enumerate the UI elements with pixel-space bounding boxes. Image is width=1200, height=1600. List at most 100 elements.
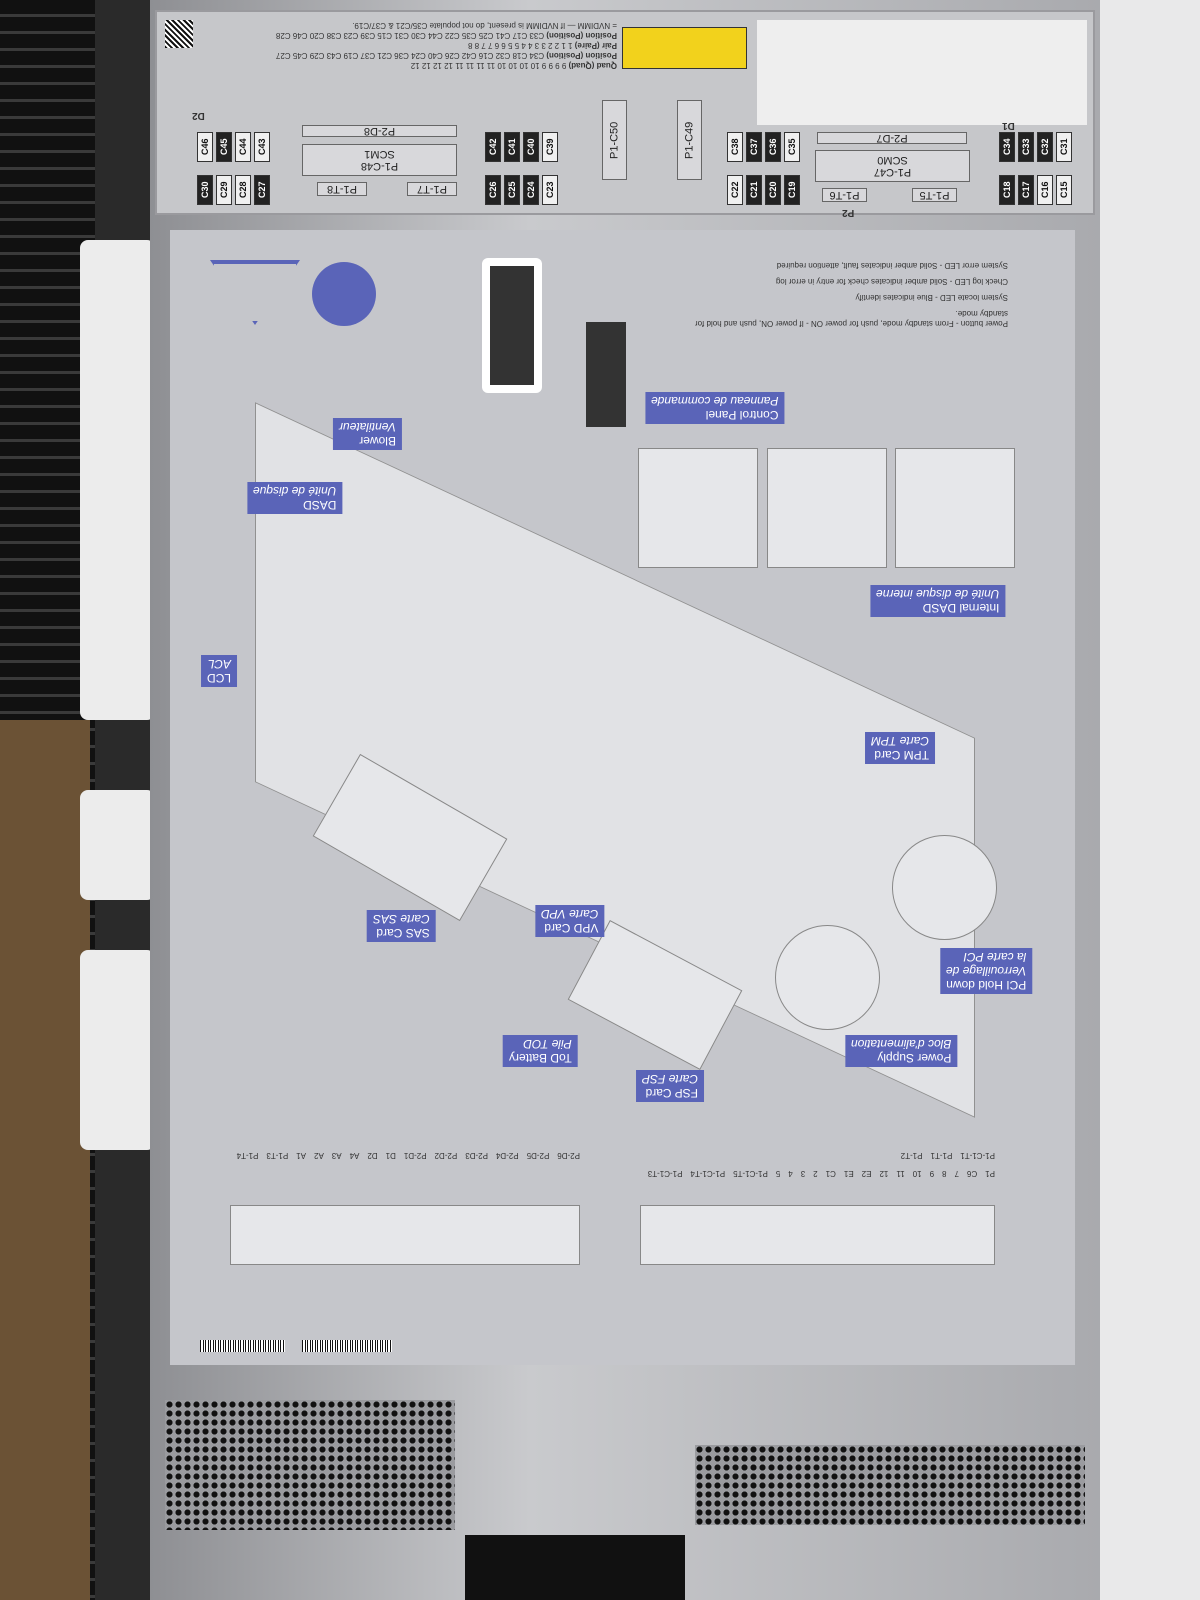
connector-label: P1-T7 bbox=[407, 182, 457, 196]
barcode bbox=[200, 1340, 285, 1352]
cardboard-box bbox=[0, 720, 90, 1600]
port-label: P1-C1-T4 bbox=[690, 1169, 726, 1178]
dimm-slot: C33 bbox=[1018, 132, 1034, 162]
dimm-slot: C39 bbox=[542, 132, 558, 162]
pci-detail-circle bbox=[775, 925, 880, 1030]
connector-label: P2-D7 bbox=[817, 132, 967, 144]
nvdimm-note: = NVDIMM — If NVDIMM is present, do not … bbox=[352, 21, 617, 30]
port-label: C1 bbox=[825, 1169, 836, 1178]
port-label: 10 bbox=[912, 1169, 922, 1178]
control-panel-graphic bbox=[586, 322, 626, 427]
callout-text: DASD bbox=[303, 498, 337, 512]
dimm-slot: C46 bbox=[197, 132, 213, 162]
dimm-slot: C32 bbox=[1037, 132, 1053, 162]
port-label: P2-D2 bbox=[434, 1151, 458, 1160]
port-label: P1-C1-T3 bbox=[647, 1169, 683, 1178]
table-label: Pair (Paire) bbox=[574, 41, 617, 50]
port-label: P2-D1 bbox=[403, 1151, 427, 1160]
chassis-handle bbox=[465, 1535, 685, 1600]
dimm-slot: C18 bbox=[999, 175, 1015, 205]
port-label: P2-D6 bbox=[557, 1151, 580, 1160]
dimm-group: C22 C21 C20 C19 bbox=[727, 175, 800, 205]
connector-label: P1-C47 bbox=[873, 166, 912, 178]
dimm-slot: C36 bbox=[765, 132, 781, 162]
port-label: 4 bbox=[788, 1169, 793, 1178]
callout-text: FSP Card bbox=[645, 1086, 699, 1100]
drive-latch-illustration bbox=[482, 258, 542, 393]
port-label: D2 bbox=[367, 1151, 378, 1160]
port-label: A1 bbox=[296, 1151, 307, 1160]
port-label: A4 bbox=[349, 1151, 360, 1160]
callout-text: PCI Hold down bbox=[946, 978, 1027, 992]
table-label: Position (Position) bbox=[546, 51, 617, 60]
dimm-slot: C19 bbox=[784, 175, 800, 205]
connector-label: P1-T8 bbox=[317, 182, 367, 196]
read-manual-icon bbox=[312, 262, 376, 326]
packing-foam-left bbox=[80, 790, 155, 900]
rear-view-left bbox=[230, 1205, 580, 1265]
port-label: P1-T1 bbox=[930, 1151, 953, 1160]
warning-triangle-icon bbox=[210, 260, 300, 325]
callout-text-fr: Panneau de commande bbox=[651, 394, 779, 408]
callout-text: SAS Card bbox=[376, 926, 430, 940]
dimm-group: C38 C37 C36 C35 bbox=[727, 132, 800, 162]
port-label: P1-C1-T5 bbox=[733, 1169, 768, 1178]
port-label: P2-D4 bbox=[495, 1151, 519, 1160]
marker-label: D2 bbox=[192, 110, 205, 121]
dimm-group: C26 C25 C24 C23 bbox=[485, 175, 558, 205]
legend-power: Power button - From standby mode, push f… bbox=[694, 309, 1008, 328]
connector-label: P1-C49 bbox=[677, 100, 702, 180]
dimm-slot: C15 bbox=[1056, 175, 1072, 205]
air-vent bbox=[165, 1400, 455, 1530]
packing-foam bbox=[1100, 0, 1200, 1600]
dimm-group: C30 C29 C28 C27 bbox=[197, 175, 270, 205]
control-panel-legend: Power button - From standby mode, push f… bbox=[678, 260, 1008, 328]
table-values: 9 9 9 9 10 10 10 10 11 11 11 11 12 12 12… bbox=[410, 61, 567, 70]
callout-text-fr: Bloc d'alimentation bbox=[851, 1037, 952, 1051]
dimm-slot: C22 bbox=[727, 175, 743, 205]
detail-step-2 bbox=[767, 448, 887, 568]
connector-label: P1-C50 bbox=[602, 100, 627, 180]
port-label: A2 bbox=[314, 1151, 324, 1160]
dimm-plugging-table: Quad (Quad) 9 9 9 9 10 10 10 10 11 11 11… bbox=[217, 20, 617, 70]
dimm-slot: C37 bbox=[746, 132, 762, 162]
callout-text: VPD Card bbox=[544, 921, 599, 935]
port-label: A3 bbox=[331, 1151, 342, 1160]
dimm-group: C34 C33 C32 C31 bbox=[999, 132, 1072, 162]
callout-text-fr: Unité de disque interne bbox=[876, 587, 1000, 601]
port-label: C6 bbox=[966, 1169, 978, 1178]
qr-code bbox=[165, 20, 193, 48]
connector-label: P2-D8 bbox=[302, 125, 457, 137]
rear-view-right bbox=[640, 1205, 995, 1265]
callout-text-fr: Ventilateur bbox=[339, 420, 396, 434]
port-label: 3 bbox=[800, 1169, 806, 1178]
detail-step-1 bbox=[895, 448, 1015, 568]
warning-sticker bbox=[622, 27, 747, 69]
dimm-slot: C16 bbox=[1037, 175, 1053, 205]
port-label: P1 bbox=[985, 1169, 995, 1178]
dimm-slot: C44 bbox=[235, 132, 251, 162]
dimm-slot: C30 bbox=[197, 175, 213, 205]
marker-label: P2 bbox=[842, 207, 855, 218]
table-label: Quad (Quad) bbox=[568, 61, 617, 70]
dimm-group: C42 C41 C40 C39 bbox=[485, 132, 558, 162]
port-label: P1-T2 bbox=[900, 1151, 923, 1160]
port-label: 7 bbox=[954, 1169, 959, 1178]
connector-label: P1-C48 bbox=[360, 160, 399, 172]
connector-label: SCM0 bbox=[877, 154, 908, 166]
table-label: Position (Position) bbox=[546, 31, 617, 40]
port-label: P1-C1-T1 bbox=[960, 1151, 995, 1160]
dimm-slot: C24 bbox=[523, 175, 539, 205]
callout-text-fr: la carte PCI bbox=[963, 950, 1027, 964]
dimm-slot: C40 bbox=[523, 132, 539, 162]
connector-label: SCM1 bbox=[364, 148, 395, 160]
